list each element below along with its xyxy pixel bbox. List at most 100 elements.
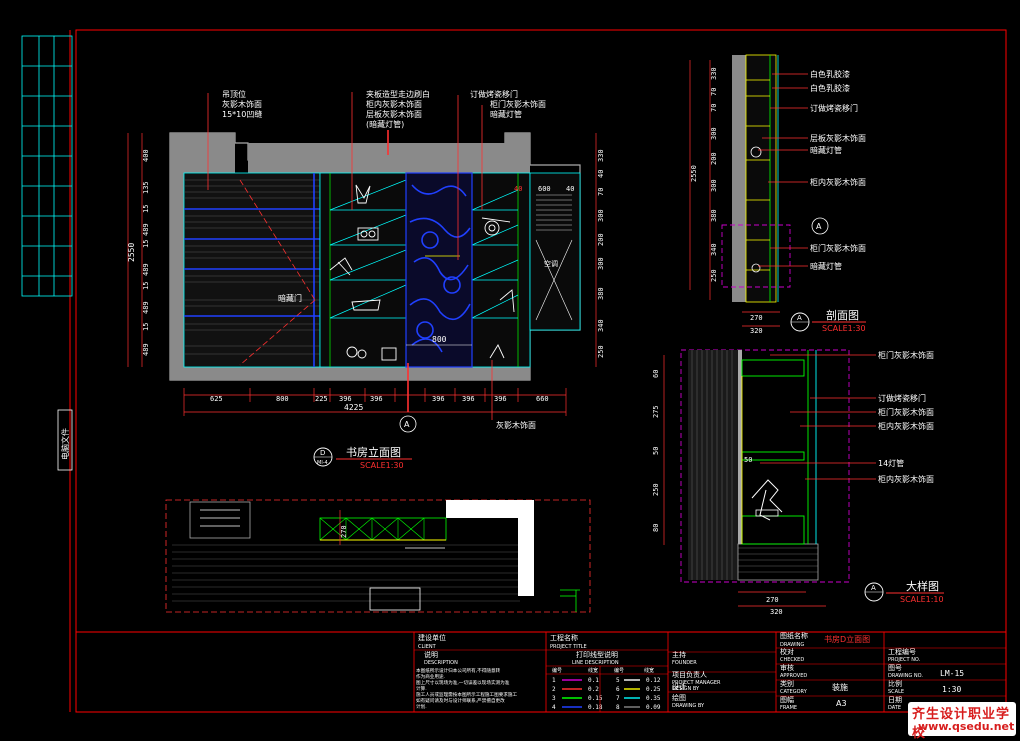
bottom-dims: 625 800 225 396 396 396 396 396 660 [210, 395, 549, 403]
callout: 柜内灰影木饰面 [366, 99, 422, 109]
category-value: 装施 [832, 682, 848, 692]
role-cn: 设计 [672, 682, 686, 691]
notes-label-en: DESCRIPTION [424, 660, 458, 666]
section-dim: 70 [710, 104, 718, 112]
role-cn: 主持 [672, 650, 686, 659]
dim-600: 600 [538, 185, 551, 193]
note-line: 本图纸所示设计归本公司所有,不得随意转 [416, 667, 501, 674]
left-dim: 400 [142, 149, 150, 162]
detail-small-dim: 50 [744, 456, 752, 464]
section-marker-letter: A [404, 420, 410, 429]
line-cell: 3 [552, 695, 556, 702]
detail-scale: SCALE1:10 [900, 595, 944, 604]
bottom-dim: 396 [462, 395, 475, 403]
section-dims: 330 70 70 300 200 300 380 340 250 [710, 67, 718, 282]
side-strip-label: 电脑文件 [60, 428, 70, 460]
check-en: APPROVED [780, 673, 807, 679]
line-cell: 0.15 [588, 695, 603, 702]
bottom-dim: 225 [315, 395, 328, 403]
date-label-cn: 日期 [888, 696, 902, 704]
bottom-dim: 396 [432, 395, 445, 403]
plan-drawing: 270 [165, 499, 591, 613]
left-dim: 135 [142, 181, 150, 194]
detail-title: 大样图 [906, 579, 939, 593]
frame-value: A3 [836, 699, 847, 708]
drawing-frame [75, 29, 1007, 713]
left-dims: 400 135 15 489 15 489 15 489 15 489 [142, 149, 150, 356]
left-dim: 15 [142, 205, 150, 213]
right-dim: 250 [597, 345, 605, 358]
detail-marker-letter: A [871, 584, 876, 592]
elevation-drawing: 暗藏门 [127, 89, 605, 470]
detail-dim: 50 [652, 447, 660, 455]
watermark-line2: www.qsedu.net [918, 720, 1015, 733]
line-cell: 0.35 [646, 695, 661, 702]
plan-dim: 270 [340, 525, 348, 538]
section-dim: 330 [710, 67, 718, 80]
detail-dim: 80 [652, 524, 660, 532]
role-cn: 绘图 [672, 693, 686, 702]
left-dim: 489 [142, 343, 150, 356]
right-dim: 40 [597, 170, 605, 178]
side-strip: 电脑文件 [21, 35, 73, 471]
section-dim: 250 [710, 269, 718, 282]
line-table-rows: 1 0.1 5 0.12 2 0.2 6 0.25 3 0.15 7 0.35 … [552, 677, 661, 711]
section-bottom-dim: 270 [750, 314, 763, 322]
callout-group-c: 订做烤瓷移门 柜门灰影木饰面 暗藏灯管 [470, 89, 546, 119]
detail-label: 14灯管 [878, 458, 904, 468]
role-cn: 项目负责人 [672, 670, 707, 679]
role-en: DRAWING BY [672, 703, 705, 709]
section-dim: 300 [710, 127, 718, 140]
note-line: 图上尺寸以现场为准,一切误差以现场实测为准 [416, 679, 510, 686]
ac-tag: 空调 [544, 259, 558, 268]
check-cn: 类别 [780, 679, 794, 688]
section-label: 白色乳胶漆 [810, 83, 850, 93]
detail-title-block: A 大样图 SCALE1:10 [864, 579, 944, 604]
bottom-dim: 625 [210, 395, 223, 403]
section-dim: 200 [710, 152, 718, 165]
callout: 层板灰影木饰面 [366, 109, 422, 119]
notes-label-cn: 说明 [424, 650, 438, 659]
drawing-no-cn: 图号 [888, 664, 902, 672]
check-cn: 校对 [780, 647, 794, 656]
detail-bottom-dim: 320 [770, 608, 783, 616]
check-en: CATEGORY [780, 689, 808, 695]
left-dim: 15 [142, 323, 150, 331]
watermark-badge: 齐生设计职业学校 www.qsedu.net [908, 702, 1016, 741]
section-scale: SCALE1:30 [822, 324, 866, 333]
line-cell: 0.12 [646, 677, 661, 684]
note-line: 施工人员或监理需按本图所示工程施工图要求施工 [416, 691, 517, 698]
section-marker-right: A [399, 363, 417, 433]
client-label-cn: 建设单位 [418, 633, 446, 642]
detail-label: 柜门灰影木饰面 [878, 407, 934, 417]
line-table-head: 编号 线宽 编号 线宽 [552, 667, 654, 674]
note-line: 如有疑问请及时与设计师联系,严禁擅自更改 [416, 697, 505, 704]
section-title: 剖面图 [826, 308, 859, 322]
detail-dim: 275 [652, 405, 660, 418]
callout: (暗藏灯管) [366, 119, 404, 129]
right-dim: 330 [597, 149, 605, 162]
callout: 柜门灰影木饰面 [490, 99, 546, 109]
client-label-en: CLIENT [418, 644, 437, 650]
detail-labels: 柜门灰影木饰面 订做烤瓷移门 柜门灰影木饰面 柜内灰影木饰面 14灯管 柜内灰影… [878, 350, 934, 484]
section-label: 暗藏灯管 [810, 261, 842, 271]
roles: 主持 FOUNDER 项目负责人 PROJECT MANAGER 设计 DESI… [672, 650, 721, 709]
callout-bottom: 灰影木饰面 [496, 420, 536, 430]
detail-label: 柜内灰影木饰面 [878, 474, 934, 484]
line-cell: 5 [616, 677, 620, 684]
elevation-marker-letter: D [320, 449, 325, 457]
drawing-name-en: DRAWING [780, 642, 804, 648]
section-labels: 白色乳胶漆 白色乳胶漆 订做烤瓷移门 层板灰影木饰面 暗藏灯管 柜内灰影木饰面 … [810, 69, 866, 271]
hidden-door-label: 暗藏门 [278, 293, 302, 303]
section-label: 暗藏灯管 [810, 145, 842, 155]
section-bottom-dim: 320 [750, 327, 763, 335]
elevation-title-block: D Ml-4 书房立面图 SCALE1:30 [313, 445, 412, 470]
notes-text: 本图纸所示设计归本公司所有,不得随意转 作为商业用途. 图上尺寸以现场为准,一切… [416, 667, 517, 710]
note-line: 作为商业用途. [416, 673, 445, 680]
detail-dims: 60 275 50 250 80 [652, 370, 660, 532]
line-cell: 7 [616, 695, 620, 702]
line-cell: 2 [552, 686, 556, 693]
role-en: DESIGN BY [672, 686, 700, 692]
sliding-door-dim: 800 [432, 335, 447, 344]
right-dim: 300 [597, 209, 605, 222]
